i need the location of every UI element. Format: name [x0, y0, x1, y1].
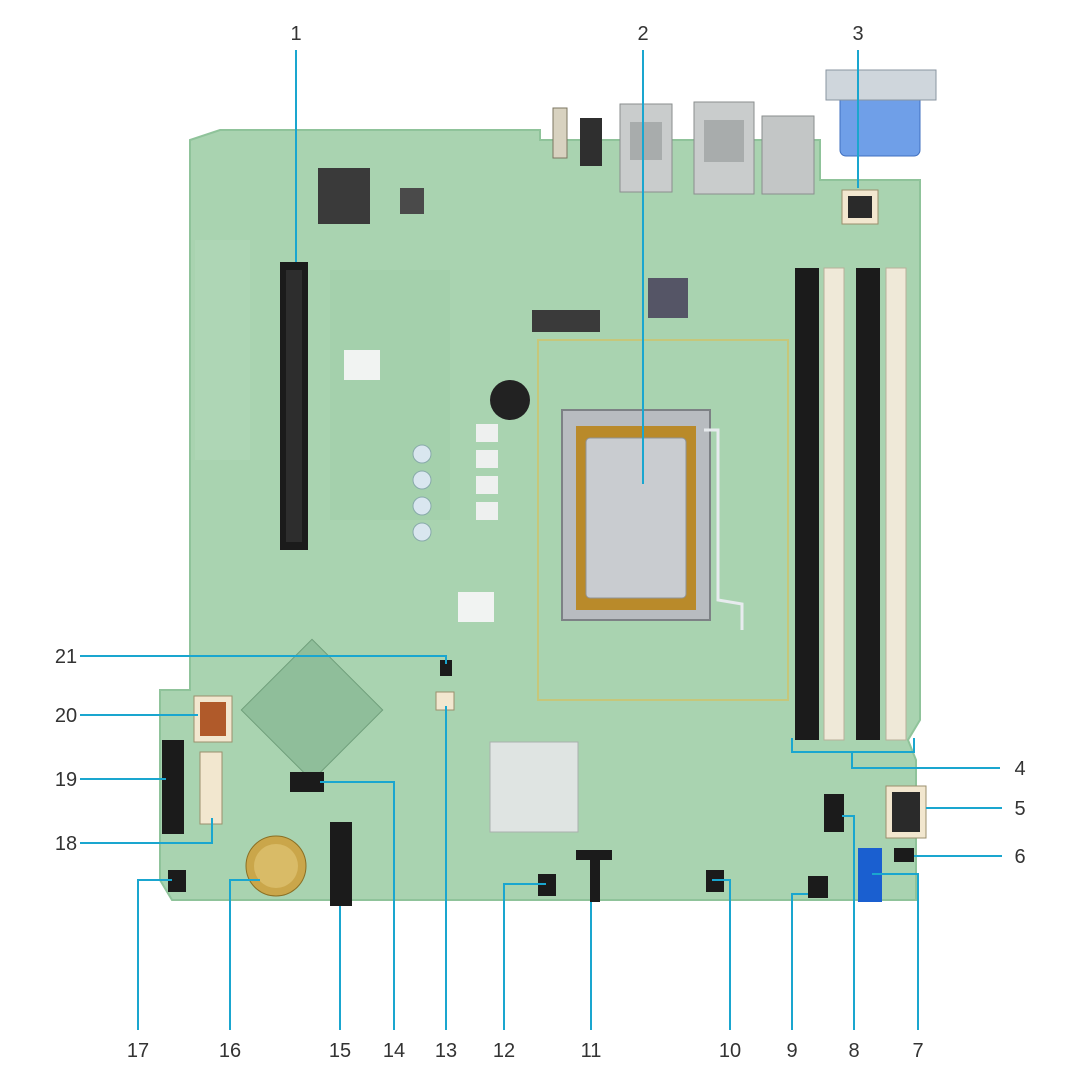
chip-small	[400, 188, 424, 214]
board-region-left	[195, 240, 250, 460]
callout-20: 20	[55, 705, 77, 727]
system-power-connector-pins	[200, 702, 226, 736]
chips	[240, 168, 688, 833]
leader-line-16	[229, 879, 260, 1030]
cpu-power-connector-pins	[848, 196, 872, 218]
callout-18: 18	[55, 833, 77, 855]
sata-connector-black	[824, 794, 844, 832]
pcie-slot	[280, 262, 308, 550]
callout-10: 10	[719, 1040, 741, 1062]
capacitor	[412, 470, 432, 490]
socket-lever	[704, 428, 744, 630]
heatsink	[489, 741, 579, 833]
chip-top-right	[648, 278, 688, 318]
capacitor	[412, 522, 432, 542]
chipset	[240, 638, 384, 782]
dimm-slot-b2	[885, 267, 907, 741]
leader-line-8	[842, 815, 855, 1030]
rear-io	[552, 69, 937, 225]
callout-17: 17	[127, 1040, 149, 1062]
intrusion-switch	[576, 850, 612, 902]
leader-line-21	[80, 655, 447, 664]
callout-19: 19	[55, 769, 77, 791]
callout-1: 1	[290, 23, 301, 45]
capacitor	[412, 444, 432, 464]
inductor	[476, 424, 498, 442]
power-connector-5-pins	[892, 792, 920, 832]
callout-14: 14	[383, 1040, 405, 1062]
callout-12: 12	[493, 1040, 515, 1062]
inductor	[476, 476, 498, 494]
leader-line-12	[503, 883, 546, 1030]
vga-usb-stack	[761, 115, 815, 195]
board-region-mid	[330, 270, 450, 520]
jumper-21	[440, 660, 452, 676]
callout-21: 21	[55, 646, 77, 668]
slimline-connector	[330, 822, 352, 906]
front-panel-header	[162, 740, 184, 834]
callout-16: 16	[219, 1040, 241, 1062]
callout-6: 6	[1014, 846, 1025, 868]
callout-7: 7	[912, 1040, 923, 1062]
memory-slots	[795, 267, 907, 741]
callout-5: 5	[1014, 798, 1025, 820]
leader-line-10	[712, 879, 731, 1030]
inductor	[476, 450, 498, 468]
cpu-ihs	[585, 437, 687, 599]
callout-11: 11	[581, 1040, 602, 1062]
fan-connector-9	[808, 876, 828, 898]
pcie-slot-key	[286, 270, 302, 542]
fan-connector-17	[168, 870, 186, 892]
callout-15: 15	[329, 1040, 351, 1062]
capacitor	[412, 496, 432, 516]
cpu-area-outline	[537, 339, 789, 701]
processor-socket	[561, 409, 744, 630]
inductor	[476, 502, 498, 520]
coin-cap	[490, 380, 530, 420]
leader-line-14	[320, 781, 395, 1030]
usb-stack	[580, 118, 602, 166]
capacitors	[412, 424, 498, 542]
chip-bmc	[318, 168, 370, 224]
rj45-port-2-jack	[704, 120, 744, 162]
leader-line-7	[872, 873, 919, 1030]
dimm-slot-a2	[823, 267, 845, 741]
sticker-2	[458, 592, 494, 622]
dimm-slot-b1	[856, 268, 880, 740]
connectors	[162, 660, 927, 906]
callout-2: 2	[637, 23, 648, 45]
callout-4: 4	[1014, 758, 1025, 780]
sticker-1	[344, 350, 380, 380]
callout-3: 3	[852, 23, 863, 45]
callout-labels: 1 2 3 4 5 6 7 8 9 10 11 12 13 14 15 16 1…	[55, 23, 1026, 1062]
serial-port-blue	[839, 91, 921, 157]
leader-line-18	[80, 818, 213, 844]
callout-9: 9	[786, 1040, 797, 1062]
leader-lines	[80, 50, 1002, 1030]
leader-line-9	[791, 893, 808, 1030]
leader-line-17	[137, 879, 172, 1030]
m2-connector	[532, 310, 600, 332]
serial-port-bracket	[825, 69, 937, 101]
dimm-slot-a1	[795, 268, 819, 740]
callout-8: 8	[848, 1040, 859, 1062]
id-button	[552, 107, 568, 159]
small-connector-6	[894, 848, 914, 862]
jumper-block-14	[290, 772, 324, 792]
leader-line-4b	[851, 752, 1000, 769]
coin-cell-battery-top	[254, 844, 298, 888]
rj45-port-1-jack	[630, 122, 662, 160]
callout-13: 13	[435, 1040, 457, 1062]
fan-connector-12	[538, 874, 556, 896]
backplane-power-connector	[199, 751, 223, 825]
